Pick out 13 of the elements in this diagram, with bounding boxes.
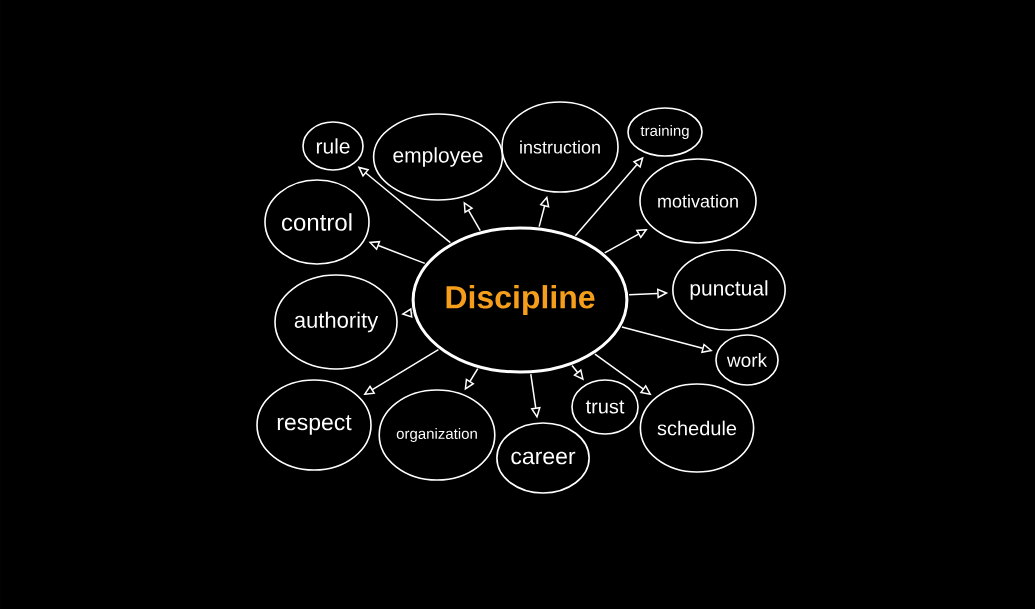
- topic-bubble: trust: [571, 379, 639, 435]
- topic-bubble: punctual: [672, 249, 786, 331]
- topic-bubble: respect: [256, 379, 372, 471]
- topic-bubble: employee: [372, 113, 504, 201]
- topic-bubble: authority: [274, 274, 398, 370]
- topic-bubble: career: [496, 422, 590, 494]
- topic-bubble: training: [627, 107, 703, 157]
- topic-bubble: rule: [302, 121, 364, 171]
- central-bubble: Discipline: [411, 226, 629, 374]
- topic-bubble: work: [715, 334, 779, 386]
- topic-bubble: control: [264, 179, 370, 265]
- topic-bubble: instruction: [501, 101, 619, 193]
- topic-bubble: organization: [378, 389, 496, 481]
